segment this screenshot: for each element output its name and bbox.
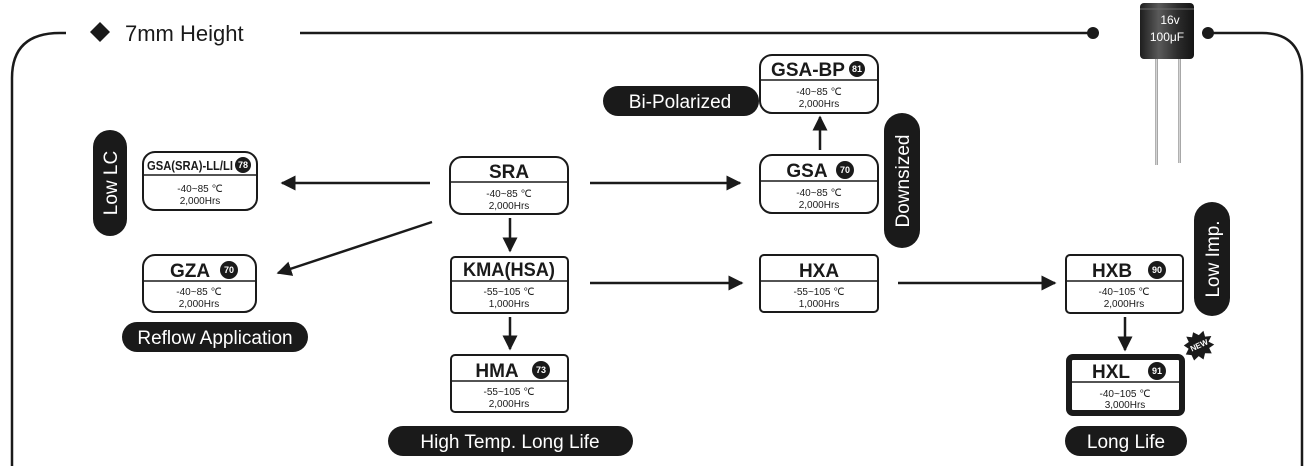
capacitor-lead (1178, 55, 1181, 163)
series-box-gsa-sra-ll: GSA(SRA)-LL/LI 78 -40~85 ℃ 2,000Hrs (142, 151, 258, 211)
series-temp: -55~105 ℃ (484, 387, 535, 398)
capacitor-illustration: 16v 100μF (1140, 3, 1194, 165)
series-temp: -40~85 ℃ (177, 184, 222, 195)
series-box-hxl: HXL 91 -40~105 ℃ 3,000Hrs (1066, 354, 1185, 416)
series-life: 2,000Hrs (179, 299, 220, 310)
page-badge (1148, 362, 1166, 380)
page-badge (1148, 261, 1166, 279)
page-badge-number: 73 (536, 365, 546, 375)
series-temp: -40~105 ℃ (1100, 389, 1151, 400)
series-life: 2,000Hrs (489, 399, 530, 410)
capacitor-body (1140, 3, 1194, 59)
label-low-imp: Low Imp. (1194, 202, 1230, 316)
svg-text:High Temp. Long Life: High Temp. Long Life (420, 432, 599, 453)
series-box-sra: SRA -40~85 ℃ 2,000Hrs (449, 156, 569, 215)
series-box-hma: HMA 73 -55~105 ℃ 2,000Hrs (450, 354, 569, 413)
svg-text:Low Imp.: Low Imp. (1203, 220, 1224, 297)
series-temp: -40~85 ℃ (796, 87, 841, 98)
series-temp: -40~105 ℃ (1099, 287, 1150, 298)
label-downsized: Downsized (884, 113, 920, 248)
arrow-sra-to-gza (276, 220, 433, 276)
svg-text:Downsized: Downsized (893, 135, 914, 228)
series-title: GSA(SRA)-LL/LI (147, 158, 233, 173)
capacitor-capacitance: 100μF (1150, 30, 1184, 44)
capacitor-voltage: 16v (1160, 13, 1179, 27)
series-title: HMA (475, 361, 519, 382)
page-badge (836, 161, 854, 179)
page-badge-number: 91 (1152, 366, 1162, 376)
series-temp: -40~85 ℃ (796, 188, 841, 199)
series-title: HXB (1092, 261, 1132, 282)
page-badge-number: 70 (840, 165, 850, 175)
page-badge-number: 78 (238, 160, 248, 170)
diamond-icon (90, 22, 110, 42)
page-badge (849, 61, 865, 77)
series-life: 3,000Hrs (1105, 400, 1146, 411)
label-bi-polarized: Bi-Polarized (603, 86, 759, 116)
series-life: 2,000Hrs (180, 196, 221, 207)
series-temp: -55~105 ℃ (794, 287, 845, 298)
page-badge (235, 157, 251, 173)
series-box-gza: GZA 70 -40~85 ℃ 2,000Hrs (142, 254, 257, 313)
capacitor-lead (1155, 55, 1158, 165)
svg-text:Low LC: Low LC (101, 151, 122, 215)
series-title: HXL (1092, 362, 1130, 383)
series-title: GSA (786, 161, 827, 182)
page-badge (532, 361, 550, 379)
section-header: 7mm Height (90, 21, 244, 46)
frame-dot-left (1087, 27, 1099, 39)
new-badge: NEW (1183, 330, 1215, 361)
series-temp: -40~85 ℃ (486, 189, 531, 200)
frame-dot-right (1202, 27, 1214, 39)
svg-text:Long Life: Long Life (1087, 432, 1165, 453)
series-box-hxa: HXA -55~105 ℃ 1,000Hrs (759, 254, 879, 313)
series-box-gsa-bp: GSA-BP 81 -40~85 ℃ 2,000Hrs (759, 54, 879, 114)
series-title: GSA-BP (771, 60, 845, 81)
svg-text:Bi-Polarized: Bi-Polarized (629, 92, 731, 113)
series-life: 2,000Hrs (799, 99, 840, 110)
series-life: 2,000Hrs (489, 201, 530, 212)
series-life: 2,000Hrs (1104, 299, 1145, 310)
label-long-life: Long Life (1065, 426, 1187, 456)
series-title: KMA(HSA) (463, 260, 555, 281)
series-life: 1,000Hrs (489, 299, 530, 310)
series-box-gsa: GSA 70 -40~85 ℃ 2,000Hrs (759, 154, 879, 214)
page-badge (220, 261, 238, 279)
series-title: GZA (170, 261, 210, 282)
svg-text:Reflow Application: Reflow Application (137, 328, 292, 349)
series-life: 1,000Hrs (799, 299, 840, 310)
series-temp: -55~105 ℃ (484, 287, 535, 298)
series-title: HXA (799, 261, 839, 282)
page-badge-number: 81 (852, 64, 862, 74)
label-reflow-application: Reflow Application (122, 322, 308, 352)
outer-frame (10, 27, 1304, 466)
series-temp: -40~85 ℃ (176, 287, 221, 298)
page-badge-number: 70 (224, 265, 234, 275)
page-badge-number: 90 (1152, 265, 1162, 275)
series-box-hxb: HXB 90 -40~105 ℃ 2,000Hrs (1065, 254, 1184, 314)
label-low-lc: Low LC (93, 130, 127, 236)
flow-arrows (276, 115, 1133, 352)
series-title: SRA (489, 162, 529, 183)
section-title: 7mm Height (125, 21, 244, 46)
series-box-kma: KMA(HSA) -55~105 ℃ 1,000Hrs (450, 256, 569, 314)
series-life: 2,000Hrs (799, 200, 840, 211)
label-high-temp-long-life: High Temp. Long Life (388, 426, 633, 456)
